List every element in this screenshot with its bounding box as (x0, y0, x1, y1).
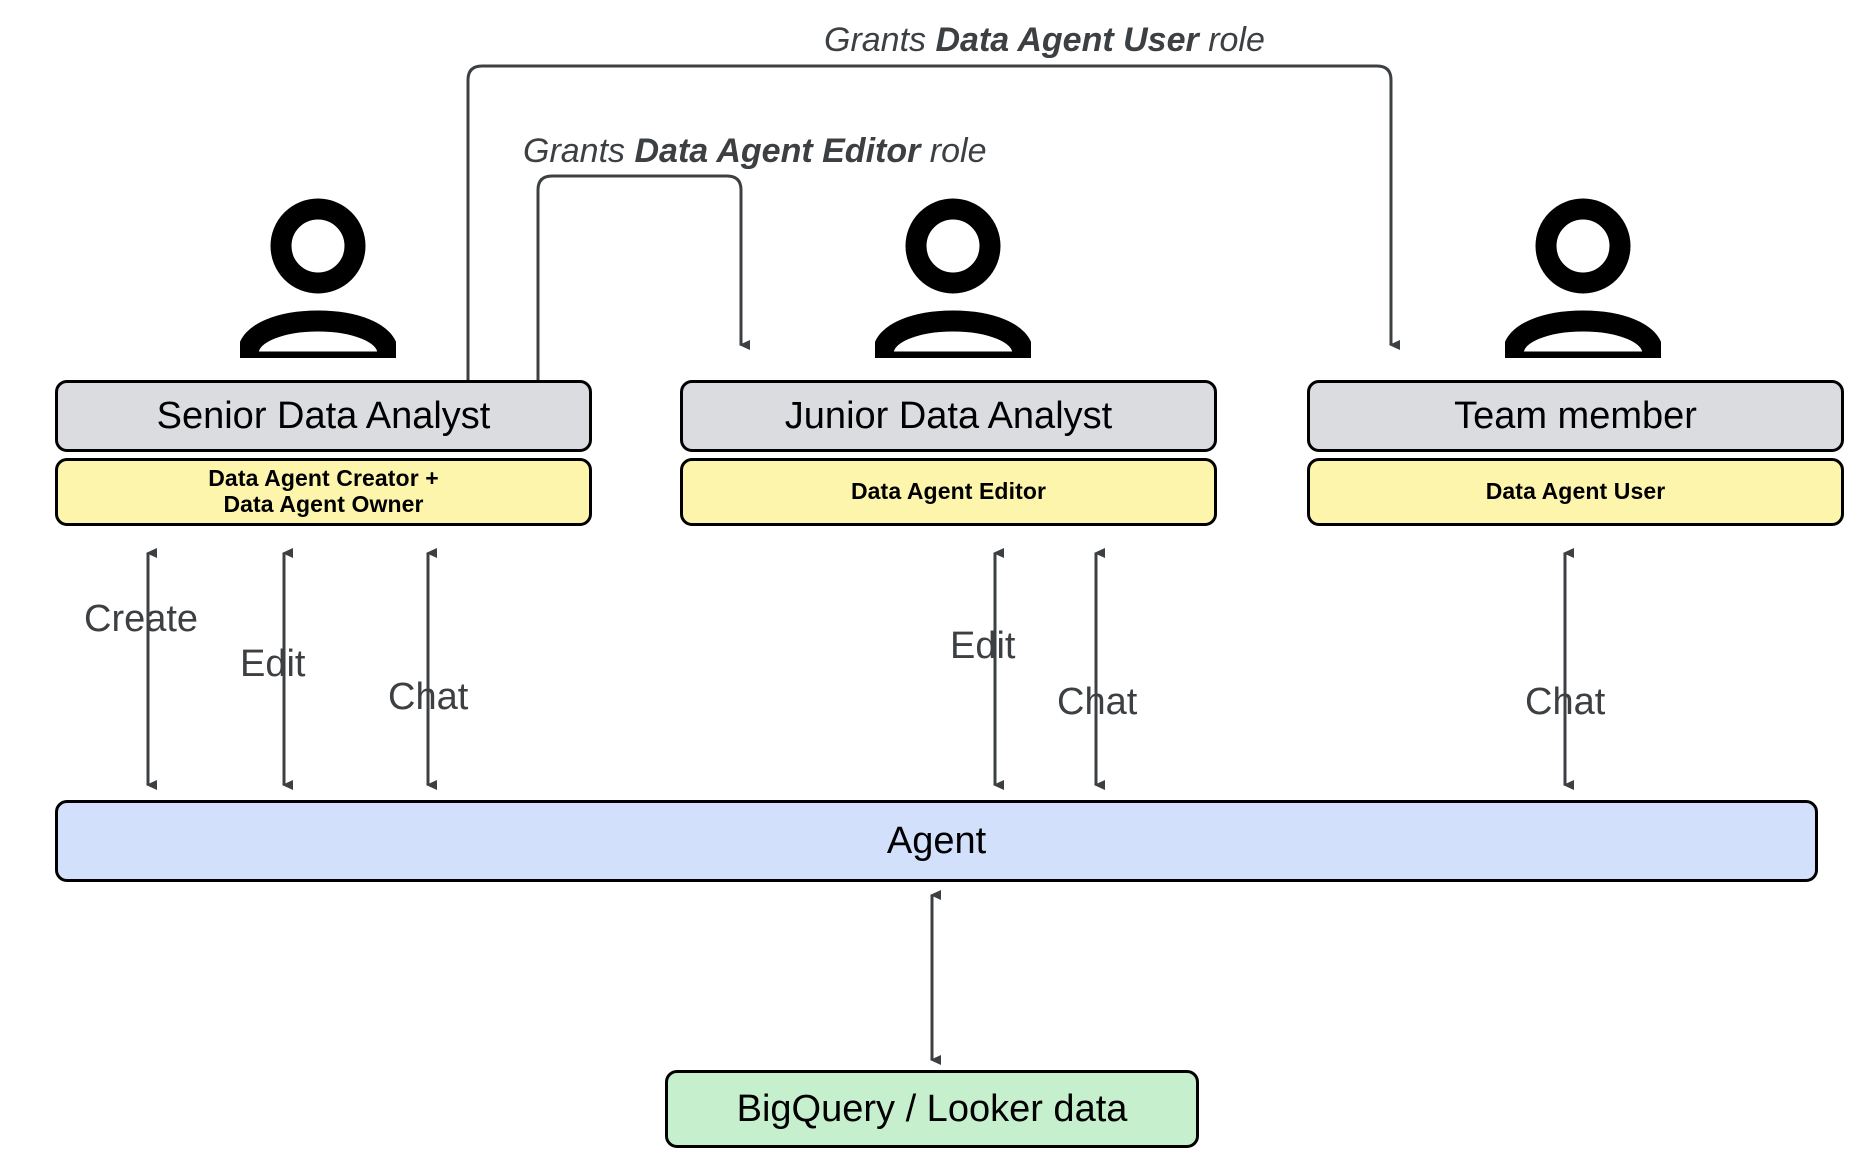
data-source-label: BigQuery / Looker data (736, 1087, 1128, 1130)
role-title-senior: Senior Data Analyst (156, 394, 491, 437)
grant-editor-suffix: role (920, 132, 987, 170)
role-badge-senior-line1: Data Agent Creator + (208, 465, 439, 492)
connector-grant-editor (536, 174, 750, 385)
agent-node[interactable]: Agent (55, 800, 1818, 882)
grant-editor-prefix: Grants (523, 132, 635, 170)
grant-user-role: Data Agent User (935, 21, 1199, 59)
role-badge-senior-line2: Data Agent Owner (223, 491, 424, 517)
role-badge-junior-line1: Data Agent Editor (850, 478, 1047, 505)
grant-editor-role: Data Agent Editor (634, 132, 921, 170)
role-title-junior: Junior Data Analyst (784, 394, 1113, 437)
action-label-junior-edit: Edit (950, 625, 1016, 667)
person-icon-junior-data-analyst (872, 198, 1034, 373)
action-label-team-chat: Chat (1525, 681, 1606, 723)
person-icon-senior-data-analyst (237, 198, 399, 373)
role-badge-team-line1: Data Agent User (1485, 478, 1666, 505)
grant-user-prefix: Grants (824, 21, 936, 59)
action-label-senior-create: Create (84, 598, 199, 640)
action-label-senior-edit: Edit (240, 643, 306, 685)
role-badge-team-member[interactable]: Data Agent User (1307, 458, 1844, 526)
role-header-senior-data-analyst[interactable]: Senior Data Analyst (55, 380, 592, 452)
role-header-junior-data-analyst[interactable]: Junior Data Analyst (680, 380, 1217, 452)
role-badge-senior-data-analyst[interactable]: Data Agent Creator + Data Agent Owner (55, 458, 592, 526)
action-label-junior-chat: Chat (1057, 681, 1138, 723)
grant-user-suffix: role (1198, 21, 1265, 59)
person-icon-team-member (1502, 198, 1664, 373)
data-source-node[interactable]: BigQuery / Looker data (665, 1070, 1199, 1148)
agent-label: Agent (886, 819, 987, 862)
grant-label-editor: Grants Data Agent Editor role (523, 134, 987, 168)
action-label-senior-chat: Chat (388, 676, 469, 718)
grant-label-user: Grants Data Agent User role (824, 23, 1265, 57)
role-title-team-member: Team member (1454, 394, 1697, 437)
role-badge-junior-data-analyst[interactable]: Data Agent Editor (680, 458, 1217, 526)
role-header-team-member[interactable]: Team member (1307, 380, 1844, 452)
